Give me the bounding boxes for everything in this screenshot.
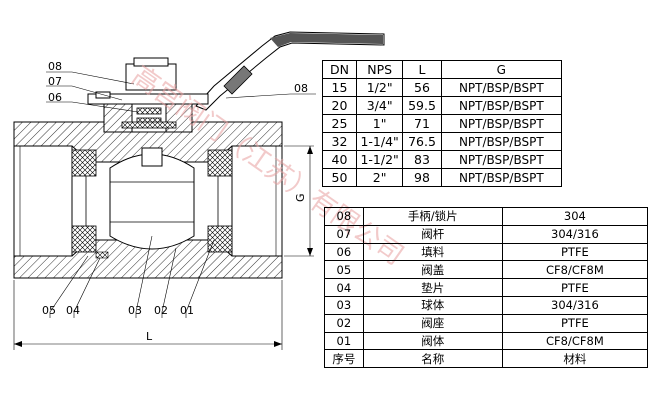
header-nps: NPS	[355, 60, 404, 79]
cell-l: 56	[402, 78, 442, 97]
table-row: 40 1-1/2" 83 NPT/BSP/BSPT	[322, 150, 563, 169]
cell-part-no: 08	[324, 207, 364, 226]
cell-g: NPT/BSP/BSPT	[440, 168, 563, 187]
bill-of-materials-table: 08 手柄/锁片 304 07 阀杆 304/316 06 填料 PTFE 05…	[324, 207, 649, 369]
table-row: 20 3/4" 59.5 NPT/BSP/BSPT	[322, 96, 563, 115]
callout-08-right: 08	[294, 82, 308, 95]
cell-part-no: 03	[324, 295, 364, 315]
cell-nps: 1"	[355, 114, 404, 133]
handle	[195, 31, 385, 111]
gasket	[95, 251, 109, 259]
cell-g: NPT/BSP/BSPT	[440, 96, 563, 115]
cell-material: PTFE	[501, 242, 649, 262]
cell-part-no: 07	[324, 224, 364, 244]
cell-part-name: 垫片	[362, 278, 503, 297]
cell-l: 59.5	[402, 96, 442, 115]
table-row: 50 2" 98 NPT/BSP/BSPT	[322, 168, 563, 187]
cell-nps: 2"	[355, 168, 404, 187]
cell-material: 304/316	[501, 224, 649, 244]
cell-nps: 1-1/2"	[355, 150, 404, 169]
dimension-l: L	[13, 280, 283, 350]
callout-08-left: 08	[48, 60, 62, 73]
callout-04: 04	[66, 304, 80, 317]
dimension-g-label: G	[294, 193, 307, 202]
seats	[71, 149, 233, 253]
table-row: 04 垫片 PTFE	[324, 278, 649, 297]
footer-material: 材料	[501, 349, 649, 369]
cell-material: CF8/CF8M	[501, 260, 649, 280]
cell-dn: 32	[322, 132, 357, 151]
cell-g: NPT/BSP/BSPT	[440, 150, 563, 169]
cell-dn: 25	[322, 114, 357, 133]
cell-material: CF8/CF8M	[501, 331, 649, 351]
cell-dn: 20	[322, 96, 357, 115]
cell-part-name: 球体	[362, 295, 503, 315]
cell-part-name: 阀杆	[362, 224, 503, 244]
table-row: 07 阀杆 304/316	[324, 224, 649, 244]
table-row: 06 填料 PTFE	[324, 242, 649, 262]
dimension-g: G	[284, 145, 314, 257]
table-row: 03 球体 304/316	[324, 295, 649, 315]
cell-dn: 50	[322, 168, 357, 187]
table-row: 02 阀座 PTFE	[324, 313, 649, 333]
size-table: DN NPS L G 15 1/2" 56 NPT/BSP/BSPT 20 3/…	[322, 60, 563, 187]
header-g: G	[440, 60, 563, 79]
cell-material: PTFE	[501, 278, 649, 297]
table-row: 15 1/2" 56 NPT/BSP/BSPT	[322, 78, 563, 97]
cell-g: NPT/BSP/BSPT	[440, 78, 563, 97]
cell-part-name: 手柄/锁片	[362, 207, 503, 226]
cell-g: NPT/BSP/BSPT	[440, 114, 563, 133]
cell-material: PTFE	[501, 313, 649, 333]
cell-l: 76.5	[402, 132, 442, 151]
stem-top	[87, 57, 209, 105]
table-row: 05 阀盖 CF8/CF8M	[324, 260, 649, 280]
header-l: L	[402, 60, 442, 79]
table-row: 08 手柄/锁片 304	[324, 207, 649, 226]
callouts: 08 07 06 08 05 04 03 02 01	[42, 60, 308, 317]
callout-02: 02	[154, 304, 168, 317]
footer-part-name: 名称	[362, 349, 503, 369]
cell-material: 304	[501, 207, 649, 226]
cell-dn: 15	[322, 78, 357, 97]
callout-leaders	[46, 71, 316, 318]
cell-part-no: 01	[324, 331, 364, 351]
table-row: 01 阀体 CF8/CF8M	[324, 331, 649, 351]
size-table-header: DN NPS L G	[322, 60, 563, 79]
cell-material: 304/316	[501, 295, 649, 315]
bom-table-footer: 序号 名称 材料	[324, 349, 649, 369]
cell-part-no: 02	[324, 313, 364, 333]
cell-part-no: 05	[324, 260, 364, 280]
cell-l: 98	[402, 168, 442, 187]
cell-part-name: 阀盖	[362, 260, 503, 280]
cell-nps: 1-1/4"	[355, 132, 404, 151]
cell-l: 71	[402, 114, 442, 133]
cell-part-no: 04	[324, 278, 364, 297]
cell-part-no: 06	[324, 242, 364, 262]
callout-01: 01	[180, 304, 194, 317]
table-row: 25 1" 71 NPT/BSP/BSPT	[322, 114, 563, 133]
callout-03: 03	[128, 304, 142, 317]
table-row: 32 1-1/4" 76.5 NPT/BSP/BSPT	[322, 132, 563, 151]
ball	[109, 147, 195, 250]
cell-g: NPT/BSP/BSPT	[440, 132, 563, 151]
cell-part-name: 填料	[362, 242, 503, 262]
cell-part-name: 阀体	[362, 331, 503, 351]
cell-part-name: 阀座	[362, 313, 503, 333]
cell-nps: 3/4"	[355, 96, 404, 115]
callout-05: 05	[42, 304, 56, 317]
dimension-l-label: L	[146, 330, 153, 343]
footer-part-no: 序号	[324, 349, 364, 369]
callout-07: 07	[48, 75, 62, 88]
header-dn: DN	[322, 60, 357, 79]
cell-l: 83	[402, 150, 442, 169]
callout-06: 06	[48, 91, 62, 104]
cell-nps: 1/2"	[355, 78, 404, 97]
cell-dn: 40	[322, 150, 357, 169]
